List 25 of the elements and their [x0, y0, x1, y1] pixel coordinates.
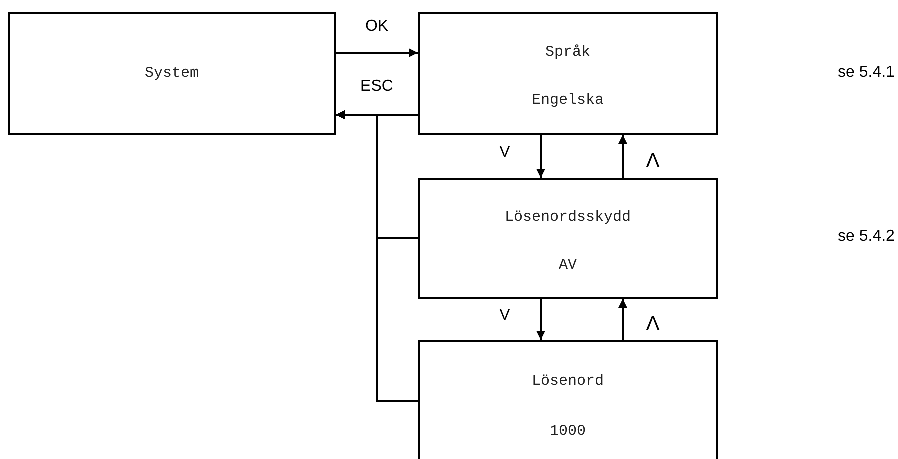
arrow — [618, 135, 628, 178]
edge-label: Λ — [646, 314, 660, 334]
arrow — [536, 299, 546, 340]
menu-box — [418, 340, 718, 459]
menu-value: AV — [558, 256, 577, 274]
menu-box — [418, 178, 718, 299]
menu-value: 1000 — [550, 423, 586, 440]
edge-label: V — [500, 144, 510, 160]
section-reference: se 5.4.1 — [838, 64, 895, 82]
edge-label: OK — [365, 19, 389, 35]
arrow — [536, 135, 546, 178]
arrow — [618, 299, 628, 340]
arrow — [336, 48, 418, 58]
arrow — [336, 110, 418, 402]
menu-box — [418, 12, 718, 135]
edge-label: V — [500, 308, 510, 324]
menu-title: Språk — [545, 44, 590, 61]
menu-title: Lösenord — [532, 372, 604, 390]
menu-title: System — [144, 65, 199, 82]
menu-box — [8, 12, 336, 135]
edge-label: Λ — [646, 150, 660, 170]
edge-label: ESC — [360, 79, 394, 95]
menu-title: Lösenordsskydd — [504, 209, 632, 226]
section-reference: se 5.4.2 — [838, 228, 895, 246]
menu-value: Engelska — [532, 92, 604, 110]
